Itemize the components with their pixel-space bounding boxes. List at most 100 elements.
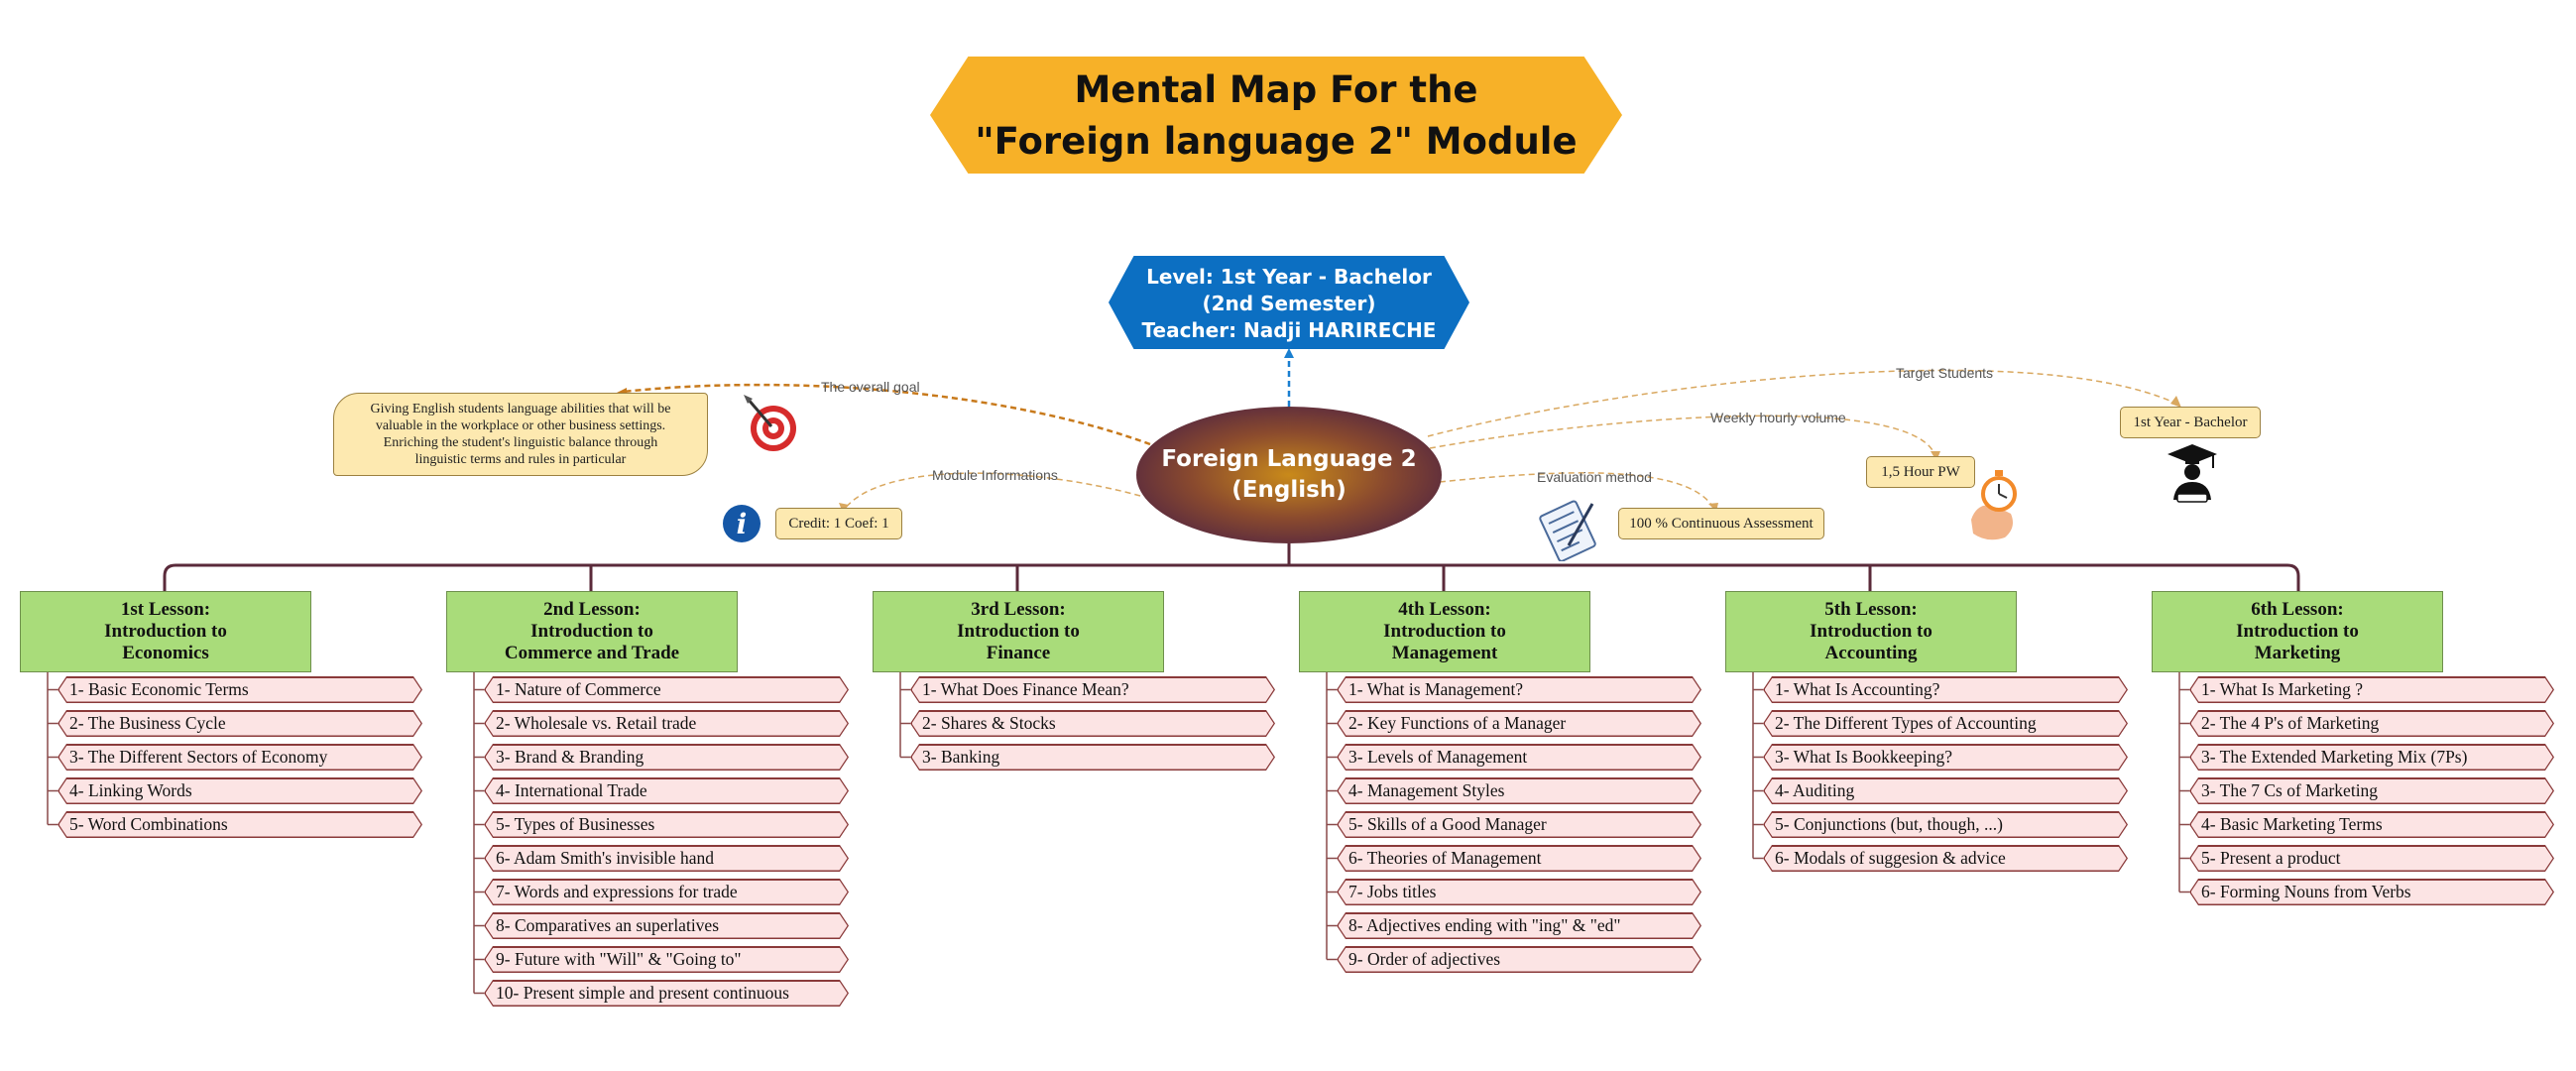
page-title: Mental Map For the "Foreign language 2" … (930, 61, 1622, 171)
item-label: 4- Linking Words (69, 780, 192, 800)
lesson-2-item[interactable]: 5- Types of Businesses (484, 811, 849, 838)
central-topic[interactable]: Foreign Language 2 (English) (1136, 407, 1442, 543)
lesson-4-item[interactable]: 2- Key Functions of a Manager (1337, 710, 1701, 737)
lesson-6-item[interactable]: 3- The 7 Cs of Marketing (2189, 777, 2554, 804)
item-label: 8- Adjectives ending with "ing" & "ed" (1348, 915, 1621, 935)
item-label: 6- Adam Smith's invisible hand (496, 848, 714, 868)
lesson-2-item[interactable]: 1- Nature of Commerce (484, 676, 849, 703)
lesson-2-item[interactable]: 7- Words and expressions for trade (484, 879, 849, 905)
item-label: 10- Present simple and present continuou… (496, 983, 789, 1003)
lesson-1-item[interactable]: 1- Basic Economic Terms (58, 676, 422, 703)
item-fill (912, 712, 1274, 736)
lesson-5-item[interactable]: 1- What Is Accounting? (1763, 676, 2128, 703)
title-line-2: "Foreign language 2" Module (975, 120, 1578, 163)
lesson-2-item[interactable]: 4- International Trade (484, 777, 849, 804)
lesson-1-item[interactable]: 4- Linking Words (58, 777, 422, 804)
level-info: Level: 1st Year - Bachelor (2nd Semester… (1109, 258, 1469, 349)
lesson-title-line: Commerce and Trade (504, 643, 680, 663)
lesson-5-item[interactable]: 2- The Different Types of Accounting (1763, 710, 2128, 737)
lesson-2-item[interactable]: 9- Future with "Will" & "Going to" (484, 946, 849, 973)
item-label: 3- The 7 Cs of Marketing (2201, 780, 2379, 800)
level-banner (1109, 256, 1469, 349)
item-fill (1339, 779, 1700, 803)
item-label: 1- What Does Finance Mean? (922, 679, 1129, 699)
lesson-title-line: Introduction to (104, 621, 227, 642)
target-note: 1st Year - Bachelor (2120, 407, 2261, 438)
item-label: 3- Brand & Branding (496, 747, 644, 767)
lesson-title-line: 1st Lesson: (120, 599, 211, 620)
lesson-5-item[interactable]: 4- Auditing (1763, 777, 2128, 804)
item-label: 7- Jobs titles (1348, 882, 1437, 901)
item-fill (1765, 847, 2127, 871)
item-fill (2191, 712, 2553, 736)
title-banner (930, 57, 1622, 174)
lesson-title-line: 4th Lesson: (1398, 599, 1491, 620)
lesson-4-item[interactable]: 6- Theories of Management (1337, 845, 1701, 872)
item-label: 4- Management Styles (1348, 780, 1505, 800)
checklist-icon (1539, 500, 1596, 561)
lesson-6-item[interactable]: 2- The 4 P's of Marketing (2189, 710, 2554, 737)
lesson-2-item[interactable]: 10- Present simple and present continuou… (484, 980, 849, 1007)
lesson-1-item[interactable]: 5- Word Combinations (58, 811, 422, 838)
lesson-4-item[interactable]: 1- What is Management? (1337, 676, 1701, 703)
lesson-6-item[interactable]: 4- Basic Marketing Terms (2189, 811, 2554, 838)
lesson-4-item[interactable]: 3- Levels of Management (1337, 744, 1701, 771)
lesson-2-item[interactable]: 3- Brand & Branding (484, 744, 849, 771)
lesson-6-item[interactable]: 6- Forming Nouns from Verbs (2189, 879, 2554, 905)
lesson-4-item[interactable]: 4- Management Styles (1337, 777, 1701, 804)
item-fill (486, 712, 848, 736)
item-label: 6- Modals of suggesion & advice (1775, 848, 2006, 868)
lesson-3-item[interactable]: 2- Shares & Stocks (910, 710, 1275, 737)
lesson-2-item[interactable]: 6- Adam Smith's invisible hand (484, 845, 849, 872)
lesson-4-item[interactable]: 7- Jobs titles (1337, 879, 1701, 905)
edge-label-module-info: Module Informations (932, 467, 1058, 483)
lesson-6-item[interactable]: 5- Present a product (2189, 845, 2554, 872)
item-label: 3- Levels of Management (1348, 747, 1528, 767)
item-fill (2191, 813, 2553, 837)
lesson-5-item[interactable]: 5- Conjunctions (but, though, ...) (1763, 811, 2128, 838)
item-fill (2191, 881, 2553, 904)
goal-line-4: linguistic terms and rules in particular (414, 452, 627, 467)
lesson-5-item[interactable]: 6- Modals of suggesion & advice (1763, 845, 2128, 872)
item-label: 2- Shares & Stocks (922, 713, 1056, 733)
lesson-6-item[interactable]: 3- The Extended Marketing Mix (7Ps) (2189, 744, 2554, 771)
lesson-1-item[interactable]: 3- The Different Sectors of Economy (58, 744, 422, 771)
lesson-title-line: Introduction to (1810, 621, 1932, 642)
info-icon: i (723, 505, 761, 542)
lesson-title-line: 3rd Lesson: (971, 599, 1066, 620)
target-icon (744, 395, 796, 451)
item-label: 1- What Is Accounting? (1775, 679, 1940, 699)
lesson-3-item[interactable]: 1- What Does Finance Mean? (910, 676, 1275, 703)
lesson-title-line: Economics (122, 643, 209, 663)
lesson-2-item[interactable]: 2- Wholesale vs. Retail trade (484, 710, 849, 737)
lesson-2-item[interactable]: 8- Comparatives an superlatives (484, 912, 849, 939)
item-label: 3- The Different Sectors of Economy (69, 747, 328, 767)
item-label: 6- Theories of Management (1348, 848, 1542, 868)
item-fill (1765, 746, 2127, 770)
lesson-6-item[interactable]: 1- What Is Marketing ? (2189, 676, 2554, 703)
lesson-3-item[interactable]: 3- Banking (910, 744, 1275, 771)
lesson-1-item[interactable]: 2- The Business Cycle (58, 710, 422, 737)
lesson-title-line: Introduction to (1383, 621, 1506, 642)
item-label: 5- Conjunctions (but, though, ...) (1775, 814, 2003, 834)
item-fill (1339, 948, 1700, 972)
lesson-title-line: Introduction to (957, 621, 1080, 642)
item-fill (59, 678, 421, 702)
edge-label-target: Target Students (1896, 365, 1994, 381)
lesson-4-item[interactable]: 8- Adjectives ending with "ing" & "ed" (1337, 912, 1701, 939)
title-line-1: Mental Map For the (1074, 68, 1478, 111)
item-fill (2191, 678, 2553, 702)
lesson-4-item[interactable]: 5- Skills of a Good Manager (1337, 811, 1701, 838)
lesson-5-item[interactable]: 3- What Is Bookkeeping? (1763, 744, 2128, 771)
lesson-title-line: 5th Lesson: (1824, 599, 1918, 620)
lesson-4-item[interactable]: 9- Order of adjectives (1337, 946, 1701, 973)
item-label: 3- The Extended Marketing Mix (7Ps) (2201, 747, 2468, 767)
item-label: 5- Skills of a Good Manager (1348, 814, 1547, 834)
